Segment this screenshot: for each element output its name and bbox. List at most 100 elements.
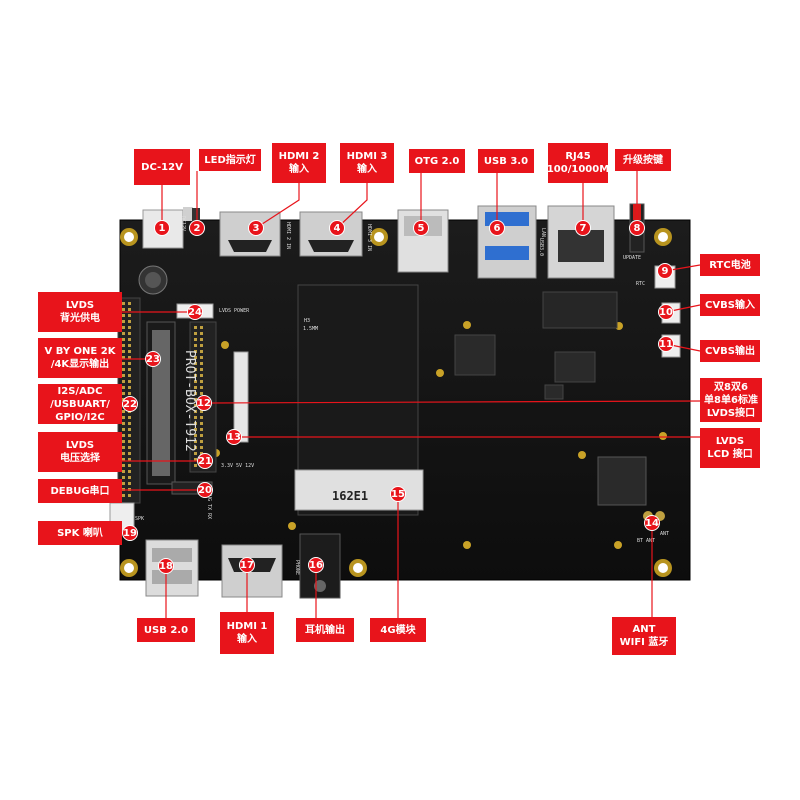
header-pin <box>128 392 131 395</box>
silk-dc12v: DC12V <box>180 216 186 231</box>
callout-label-9: RTC电池 <box>700 254 760 276</box>
header-pin <box>128 362 131 365</box>
header-pin <box>122 392 125 395</box>
silk-update: UPDATE <box>623 255 641 261</box>
callout-text: 耳机输出 <box>305 624 345 636</box>
callout-text: USB 2.0 <box>143 624 189 636</box>
header-pin <box>122 374 125 377</box>
usb3-port <box>477 205 537 279</box>
callout-text: OTG 2.0 <box>414 155 460 167</box>
callout-text: 双8双6 <box>714 381 748 393</box>
header-pin <box>128 356 131 359</box>
callout-text: /USBUART/ <box>50 398 110 410</box>
callout-text: DC-12V <box>141 161 183 173</box>
callout-number-badge: 19 <box>122 525 138 541</box>
callout-number-badge: 1 <box>154 220 170 236</box>
callout-text: LVDS <box>715 436 745 447</box>
silk-lvds-power: LVDS POWER <box>219 308 250 314</box>
silk-h3: H3 <box>304 318 310 324</box>
header-pin <box>128 458 131 461</box>
callout-number-badge: 6 <box>489 220 505 236</box>
header-pin <box>194 398 197 401</box>
4g-module-slot <box>294 284 424 516</box>
callout-text: WIFI 蓝牙 <box>619 637 669 648</box>
silk-bt-ant: BT ANT <box>637 538 655 544</box>
header-pin <box>194 362 197 365</box>
vbyone-connector <box>146 321 176 485</box>
callout-text: 单8单6标准 <box>704 394 758 406</box>
callout-number-badge: 22 <box>122 396 138 412</box>
header-pin <box>200 416 203 419</box>
header-pin <box>128 380 131 383</box>
silk-usb3: USB3.0 <box>538 238 544 256</box>
callout-number-badge: 17 <box>239 557 255 573</box>
leader-line-4 <box>336 183 368 229</box>
header-pin <box>128 440 131 443</box>
header-pin <box>122 344 125 347</box>
header-pin <box>128 338 131 341</box>
callout-text: 4G模块 <box>380 624 416 636</box>
header-pin <box>122 410 125 413</box>
header-pin <box>128 332 131 335</box>
callout-text: DEBUG串口 <box>50 485 110 497</box>
header-pin <box>200 338 203 341</box>
callout-text: CVBS输入 <box>705 299 755 311</box>
silk-rtc: RTC <box>636 281 645 287</box>
header-pin <box>122 446 125 449</box>
callout-label-8: 升级按键 <box>615 149 671 171</box>
callout-text: 输入 <box>289 164 309 175</box>
header-pin <box>128 350 131 353</box>
header-pin <box>194 380 197 383</box>
callout-label-5: OTG 2.0 <box>409 149 465 173</box>
callout-number-badge: 18 <box>158 558 174 574</box>
header-pin <box>122 434 125 437</box>
silk-voltage: 3.3V 5V 12V <box>221 463 254 469</box>
callout-text: LVDS <box>65 300 95 311</box>
header-pin <box>200 392 203 395</box>
callout-number-badge: 7 <box>575 220 591 236</box>
header-pin <box>194 374 197 377</box>
header-pin <box>194 452 197 455</box>
header-pin <box>122 350 125 353</box>
leader-line-12 <box>211 400 701 404</box>
header-pin <box>128 368 131 371</box>
callout-label-18: USB 2.0 <box>137 618 195 642</box>
callout-label-19: SPK 喇叭 <box>38 521 122 545</box>
header-pin <box>128 470 131 473</box>
callout-number-badge: 24 <box>187 304 203 320</box>
callout-label-6: USB 3.0 <box>478 149 534 173</box>
header-pin <box>128 464 131 467</box>
header-pin <box>122 320 125 323</box>
silkscreen: PROT-BOX-T912 DC12V LVDS POWER HDMI 2 IN… <box>135 216 669 575</box>
header-pin <box>194 464 197 467</box>
header-pin <box>194 332 197 335</box>
callout-number-badge: 5 <box>413 220 429 236</box>
silk-lan: LAN <box>540 228 546 237</box>
callout-number-badge: 12 <box>196 395 212 411</box>
header-pin <box>194 416 197 419</box>
hdmi-3-port <box>299 211 363 257</box>
callout-number-badge: 13 <box>226 429 242 445</box>
callout-text: HDMI 1 <box>226 621 268 632</box>
callout-label-20: DEBUG串口 <box>38 479 122 503</box>
header-pin <box>122 380 125 383</box>
callout-label-1: DC-12V <box>134 149 190 185</box>
callout-number-badge: 23 <box>145 351 161 367</box>
header-pin <box>128 482 131 485</box>
header-pin <box>128 326 131 329</box>
header-pin <box>122 308 125 311</box>
header-pin <box>122 362 125 365</box>
silk-hdmi2: HDMI 2 IN <box>285 222 291 249</box>
callout-number-badge: 9 <box>657 263 673 279</box>
header-pin <box>200 356 203 359</box>
header-pin <box>122 452 125 455</box>
callout-text: LVDS接口 <box>706 407 756 419</box>
header-pin <box>200 434 203 437</box>
silk-model: PROT-BOX-T912 <box>182 350 197 452</box>
header-pin <box>128 476 131 479</box>
header-pin <box>122 302 125 305</box>
